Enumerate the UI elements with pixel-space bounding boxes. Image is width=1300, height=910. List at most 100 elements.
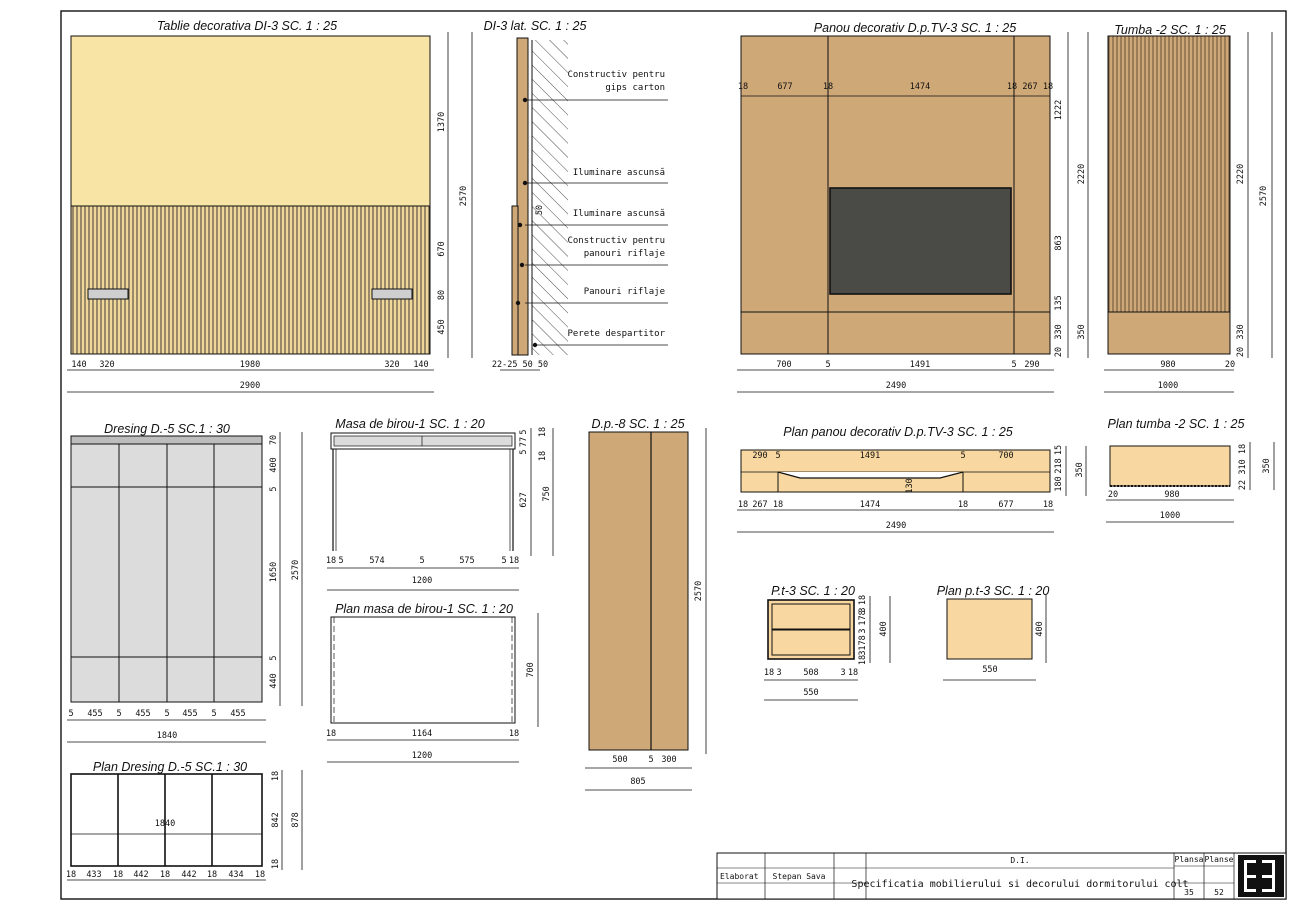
dresing-dim-b4: 5 — [164, 709, 169, 719]
tablie-dim-total: 2900 — [240, 381, 260, 391]
masa-dim-b7: 18 — [509, 556, 519, 566]
tumba-slat-panel — [1107, 35, 1231, 313]
plan-masa-body — [330, 616, 516, 724]
plan-dresing-body — [70, 773, 263, 867]
tablie-dim-b4: 320 — [384, 360, 399, 370]
plan-panou-b1: 18 — [738, 500, 748, 510]
panou-dim-v1: 1222 — [1054, 100, 1064, 120]
dresing-dim-v5: 5 — [269, 655, 279, 660]
pt3-title: P.t-3 SC. 1 : 20 — [771, 584, 855, 598]
masa-dim-b6: 5 — [501, 556, 506, 566]
plan-panou-b4: 1474 — [860, 500, 880, 510]
lat-label-3: Iluminare ascunsă — [573, 209, 665, 219]
masa-dim-v2: 77 — [519, 437, 529, 447]
pt3-dim-b4: 3 — [840, 668, 845, 678]
tumba-dim-b1: 980 — [1160, 360, 1175, 370]
plan-panou-b5: 18 — [958, 500, 968, 510]
pt3-dim-v3: 178 — [858, 610, 868, 625]
dresing-dim-b7: 455 — [230, 709, 245, 719]
tb-description: Specificatia mobilierului si decorului d… — [851, 879, 1188, 890]
plan-masa-v: 700 — [526, 662, 536, 677]
masa-dim-b3: 574 — [369, 556, 384, 566]
panou-dim-t1: 18 — [738, 82, 748, 92]
plan-tumba-v2: 310 — [1238, 459, 1248, 474]
plan-panou-total: 2490 — [886, 521, 906, 531]
plan-dresing-b6: 18 — [207, 870, 217, 880]
plan-dresing-v2: 842 — [271, 812, 281, 827]
tablie-upper-panel — [70, 35, 431, 207]
tb-author: Stepan Sava — [773, 872, 826, 881]
panou-dim-b2: 5 — [825, 360, 830, 370]
lat-title: DI-3 lat. SC. 1 : 25 — [484, 19, 587, 33]
plan-panou-v3: 180 — [1054, 476, 1064, 491]
pt3-elevation: P.t-3 SC. 1 : 20 18 3 508 3 18 550 18 3 … — [764, 584, 891, 701]
tablie-slat-panel — [70, 205, 431, 355]
dp8-dim-total: 805 — [630, 777, 645, 787]
plan-panou-v4: 350 — [1075, 462, 1085, 477]
tablie-dim-b2: 320 — [99, 360, 114, 370]
tablie-dim-b3: 1980 — [240, 360, 260, 370]
dp8-dim-v: 2570 — [694, 581, 704, 601]
tb-sheet: 35 — [1184, 888, 1194, 897]
tablie-dim-v2: 670 — [437, 241, 447, 256]
plan-dresing-b3: 442 — [133, 870, 148, 880]
dresing-dim-v6: 440 — [269, 673, 279, 688]
dresing-dim-b5: 455 — [182, 709, 197, 719]
plan-panou-t4: 5 — [960, 451, 965, 461]
lat-label-5: Panouri riflaje — [584, 287, 665, 297]
plan-panou-v2: 218 — [1054, 458, 1064, 473]
tablie-elevation: Tablie decorativa DI-3 SC. 1 : 25 140 32… — [67, 19, 473, 393]
plan-panou-i: 130 — [905, 478, 915, 493]
masa-dim-b5: 575 — [459, 556, 474, 566]
plan-panou-t2: 5 — [775, 451, 780, 461]
plan-masa-b3: 18 — [509, 729, 519, 739]
pt3-dim-total: 550 — [803, 688, 818, 698]
plan-masa-total: 1200 — [412, 751, 432, 761]
plan-panou-b2: 267 — [752, 500, 767, 510]
pt3-dim-v2: 3 — [858, 607, 868, 612]
tablie-dim-v1: 1370 — [437, 112, 447, 132]
lat-label-6: Perete despartitor — [567, 329, 665, 339]
tablie-dim-b1: 140 — [71, 360, 86, 370]
tb-role: Elaborat — [720, 872, 759, 881]
sheet-frame — [60, 10, 1287, 900]
plan-panou-body — [740, 449, 1051, 493]
panou-dim-v3: 135 — [1054, 295, 1064, 310]
masa-dim-v4: 18 — [538, 427, 548, 437]
plan-panou-v1: 15 — [1054, 445, 1064, 455]
panou-title: Panou decorativ D.p.TV-3 SC. 1 : 25 — [814, 21, 1016, 35]
masa-title: Masa de birou-1 SC. 1 : 20 — [335, 417, 484, 431]
pt3-dim-b1: 18 — [764, 668, 774, 678]
dresing-dim-v3: 5 — [269, 486, 279, 491]
masa-dim-v5: 18 — [538, 451, 548, 461]
panou-dim-b3: 1491 — [910, 360, 930, 370]
plan-panou-t3: 1491 — [860, 451, 880, 461]
plan-tumba-vt: 350 — [1262, 458, 1272, 473]
title-block: D.I. Elaborat Stepan Sava Specificatia m… — [716, 852, 1287, 900]
dresing-dim-b1: 455 — [87, 709, 102, 719]
panou-dim-v5: 20 — [1054, 347, 1064, 357]
plan-masa: Plan masa de birou-1 SC. 1 : 20 18 1164 … — [326, 602, 539, 763]
plan-tumba: Plan tumba -2 SC. 1 : 25 20 980 1000 18 … — [1106, 417, 1275, 523]
panou-dim-t3: 18 — [823, 82, 833, 92]
panou-dim-v2: 863 — [1054, 235, 1064, 250]
panou-dim-t4: 1474 — [910, 82, 930, 92]
plan-dresing-v3: 18 — [271, 859, 281, 869]
tumba-dim-b2: 20 — [1225, 360, 1235, 370]
panou-dim-t6: 267 — [1022, 82, 1037, 92]
dresing-elevation: Dresing D.-5 SC.1 : 30 5 455 5 455 5 455… — [67, 422, 303, 743]
lat-label-4a: Constructiv pentru — [567, 236, 665, 246]
dresing-dim-v2: 400 — [269, 457, 279, 472]
dresing-title: Dresing D.-5 SC.1 : 30 — [104, 422, 230, 436]
tumba-dim-v3: 20 — [1236, 347, 1246, 357]
lat-slat-board — [511, 205, 519, 356]
plan-tumba-body — [1109, 445, 1231, 487]
tablie-dim-v3: 80 — [437, 290, 447, 300]
tb-sheet-label: Plansa — [1175, 855, 1204, 864]
dp8-title: D.p.-8 SC. 1 : 25 — [591, 417, 684, 431]
plan-tumba-v1: 18 — [1238, 444, 1248, 454]
plan-tumba-b2: 980 — [1164, 490, 1179, 500]
plan-dresing-title: Plan Dresing D.-5 SC.1 : 30 — [93, 760, 247, 774]
dp8-dim-b1: 500 — [612, 755, 627, 765]
